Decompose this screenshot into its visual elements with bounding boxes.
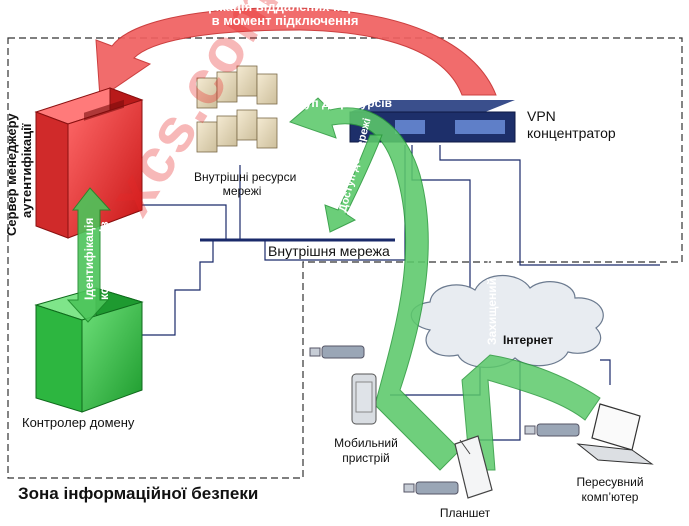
mobile-label-1: Мобильний <box>334 436 398 450</box>
internet-label: Інтернет <box>503 333 554 347</box>
auth-remote-label-1: Аутентифікація віддалених користувачів <box>151 0 419 14</box>
laptop-label-2: комп’ютер <box>581 490 639 504</box>
security-zone-border <box>7 37 683 479</box>
auth-remote-label-2: в момент підключення <box>211 13 359 28</box>
identification-arrow <box>66 187 112 323</box>
domain-controller-label: Контролер домену <box>22 415 135 430</box>
usb-token-icon <box>309 345 365 359</box>
vpn-label-1: VPN <box>527 108 556 124</box>
usb-token-icon <box>524 423 580 437</box>
internal-resources-label-2: мережі <box>222 184 262 198</box>
vpn-label-2: концентратор <box>527 125 616 141</box>
ssl-vpn-branch-arrow <box>461 354 601 471</box>
internal-resources-icon <box>196 65 278 153</box>
internal-network-label: Внутрішня мережа <box>268 243 390 259</box>
ssl-vpn-main-arrow <box>289 97 461 471</box>
tablet-label: Планшет <box>439 506 491 520</box>
mobile-device-icon <box>351 373 377 425</box>
internet-cloud <box>410 275 604 369</box>
identification-label-1: Ідентифікація <box>82 217 96 300</box>
laptop-icon <box>576 403 654 465</box>
auth-server-label-1: Сервер менеджеру <box>4 113 19 236</box>
mobile-label-2: пристрій <box>342 451 390 465</box>
access-network-arrow <box>324 134 383 233</box>
internal-resources-label-1: Внутрішні ресурси <box>194 170 297 184</box>
security-zone-title: Зона інформаційної безпеки <box>18 484 259 503</box>
access-resources-label: Доступ до ресурсів <box>276 96 393 110</box>
ssl-vpn-label: Захищений SSL VPN <box>485 223 499 345</box>
tablet-icon <box>454 435 493 499</box>
auth-server-label-2: аутентифікації <box>19 123 34 218</box>
identification-label-2: користувачів <box>97 221 111 300</box>
laptop-label-1: Пересувний <box>576 475 644 489</box>
auth-arc-arrow <box>95 7 497 99</box>
usb-token-icon <box>403 481 459 495</box>
